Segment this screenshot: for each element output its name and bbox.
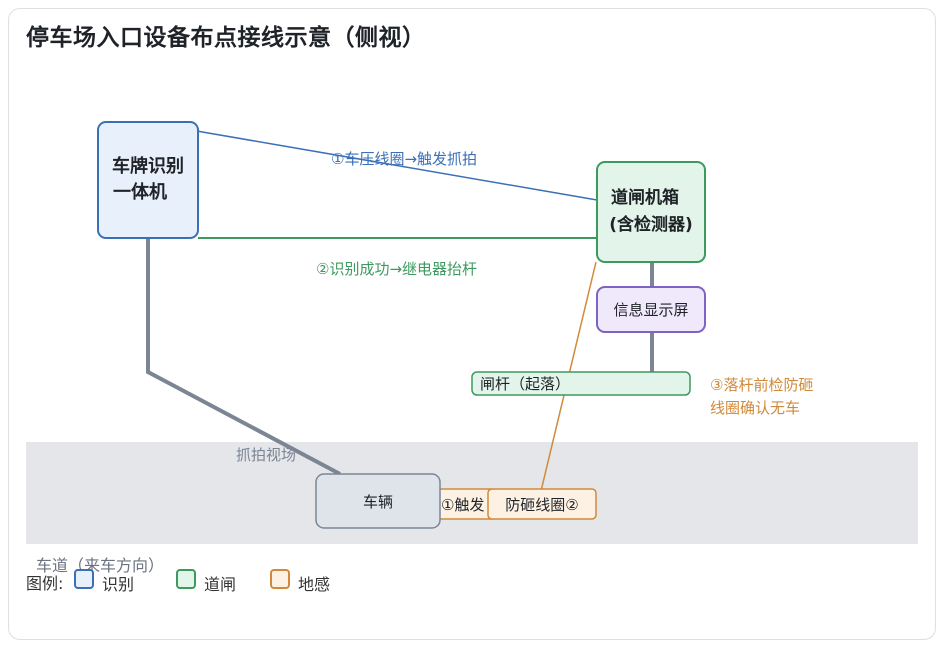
camera-mount-line bbox=[146, 238, 341, 476]
legend-swatch-gate bbox=[176, 569, 196, 589]
legend-text-loop: 地感 bbox=[298, 575, 331, 594]
camera-label-line2: 一体机 bbox=[113, 181, 167, 203]
gate-box-label-line2: (含检测器) bbox=[609, 214, 693, 235]
relay-edge-label: ②识别成功→继电器抬杆 bbox=[316, 260, 477, 278]
gate-box-label-line1: 道闸机箱 bbox=[611, 187, 679, 208]
legend-swatch-loop bbox=[270, 569, 290, 589]
display-label: 信息显示屏 bbox=[613, 301, 688, 319]
barrier-node bbox=[471, 371, 691, 396]
anti-edge-label-line2: 线圈确认无车 bbox=[710, 399, 800, 417]
legend-text-recognition: 识别 bbox=[102, 575, 135, 594]
barrier-label: 闸杆（起落） bbox=[480, 375, 570, 393]
display-node bbox=[596, 286, 706, 333]
legend-swatch-recognition bbox=[74, 569, 94, 589]
trigger-edge-label: ①车压线圈→触发抓拍 bbox=[331, 150, 477, 168]
vehicle-node bbox=[315, 473, 441, 529]
capture-label: 抓拍视场 bbox=[236, 446, 296, 464]
camera-node bbox=[97, 121, 199, 239]
legend-label: 图例: bbox=[26, 574, 64, 593]
legend-text-gate: 道闸 bbox=[204, 575, 237, 594]
page-title: 停车场入口设备布点接线示意（侧视） bbox=[26, 25, 426, 51]
anti-edge-label-line1: ③落杆前检防砸 bbox=[710, 376, 813, 394]
loop-anti-node bbox=[487, 488, 597, 520]
loop-anti-label: 防砸线圈② bbox=[505, 496, 578, 514]
gate-box-node bbox=[596, 161, 706, 263]
vehicle-label: 车辆 bbox=[363, 493, 393, 511]
road-label: 车道（来车方向） bbox=[36, 556, 165, 575]
trigger-edge-line bbox=[155, 123, 598, 201]
camera-label-line1: 车牌识别 bbox=[112, 155, 184, 177]
